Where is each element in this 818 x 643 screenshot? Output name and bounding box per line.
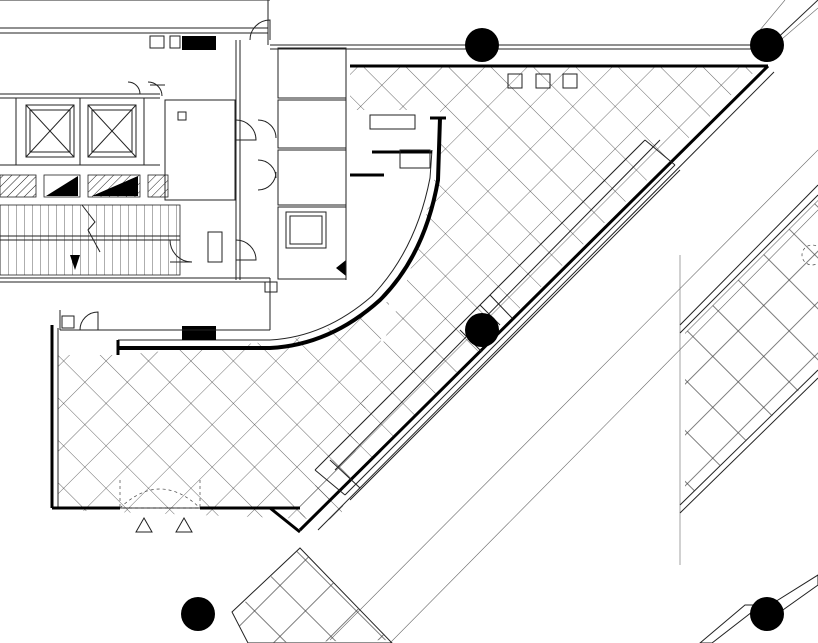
door-swing-icon [257, 159, 277, 179]
column-dot-icon [465, 313, 499, 347]
column-dot-icon [750, 597, 784, 631]
entrance-arrow-icon [135, 516, 153, 533]
diagonal-glazing-strip [314, 139, 681, 501]
door-swing-icon [249, 19, 271, 41]
door-swing-icon [147, 81, 163, 97]
wall-block [182, 326, 216, 340]
column-dot-icon [465, 28, 499, 62]
door-swing-icon [257, 119, 277, 139]
door-swings [79, 19, 277, 331]
door-swing-icon [127, 81, 141, 95]
entrance-arrow-icon [175, 516, 193, 533]
column-dot-icon [181, 597, 215, 631]
bottom-canopy [231, 547, 818, 643]
top-corridor [0, 0, 818, 50]
door-swing-icon [235, 239, 257, 261]
main-entrance [119, 480, 201, 533]
door-swing-icon [79, 311, 99, 331]
elevator-icon [285, 211, 327, 249]
door-swing-icon [257, 171, 277, 191]
wall-block [182, 36, 216, 50]
elevator-icon [87, 104, 137, 158]
elevator-icon [25, 104, 75, 158]
door-swing-icon [235, 119, 257, 141]
structural-columns [181, 28, 784, 631]
door-swing-icon [169, 239, 193, 263]
stair-icon [0, 204, 181, 276]
column-dot-icon [750, 28, 784, 62]
right-stair [679, 184, 818, 514]
lobby-floor-hatch [58, 66, 760, 520]
